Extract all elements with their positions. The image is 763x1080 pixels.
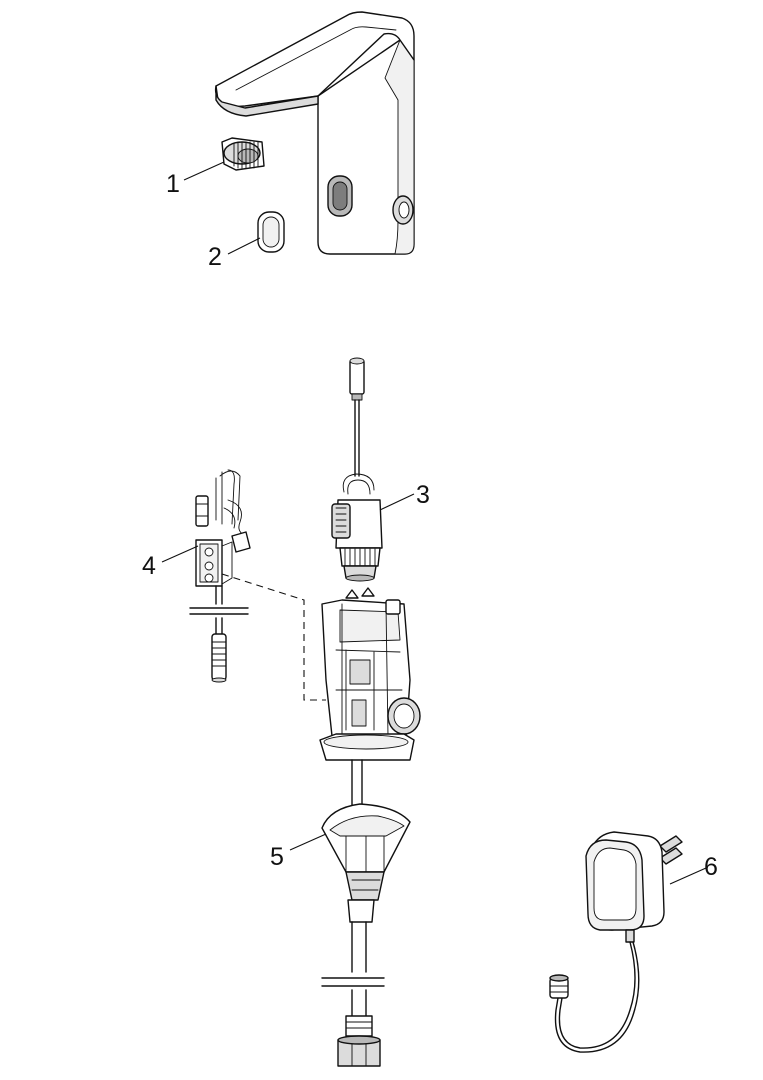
power-adapter <box>549 831 683 1053</box>
callout-6: 6 <box>704 853 718 881</box>
callout-1: 1 <box>166 170 180 198</box>
sensor-window <box>327 175 353 217</box>
leader-5 <box>289 833 327 851</box>
leader-4 <box>161 545 199 563</box>
callout-5: 5 <box>270 843 284 871</box>
leader-1 <box>183 161 225 181</box>
faucet-body <box>214 11 415 255</box>
mounting-assembly <box>319 587 421 1067</box>
sensor-connector-block <box>189 469 251 683</box>
callout-4: 4 <box>142 552 156 580</box>
side-port <box>392 195 414 225</box>
callout-2: 2 <box>208 243 222 271</box>
sensor-window-cover <box>257 211 285 253</box>
install-path-dashed <box>221 573 326 701</box>
leader-6 <box>669 867 707 885</box>
leader-2 <box>227 237 261 255</box>
aerator <box>221 137 265 171</box>
solenoid-valve <box>331 357 383 582</box>
callout-3: 3 <box>416 481 430 509</box>
leader-3 <box>379 493 415 511</box>
